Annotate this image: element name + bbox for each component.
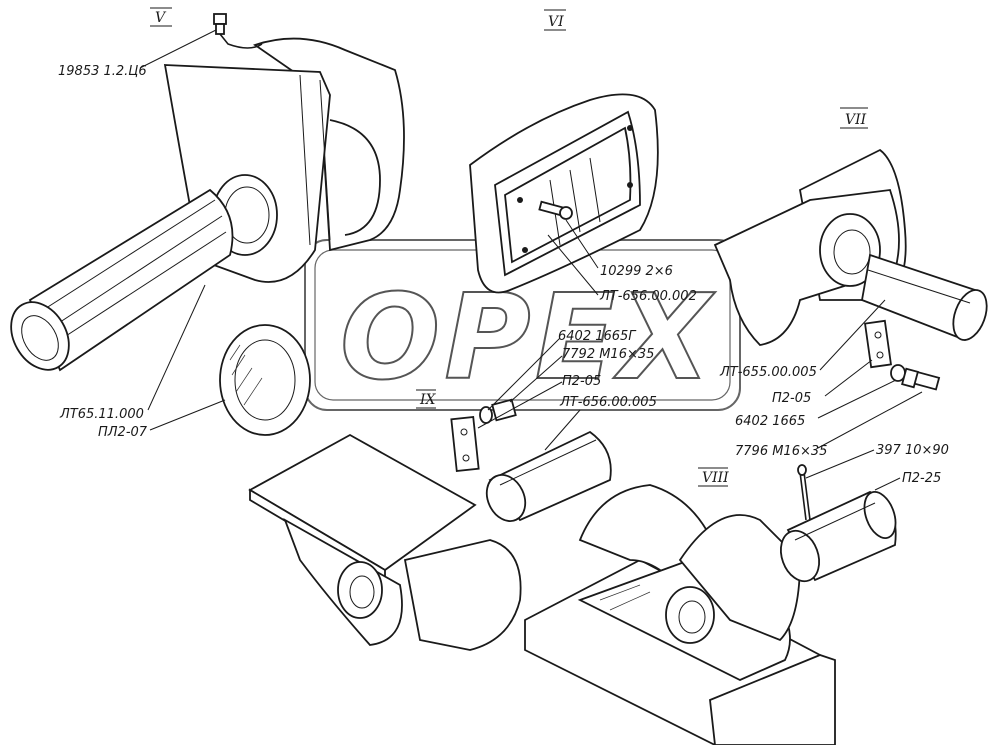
label-10299: 10299 2×6 [600, 264, 673, 279]
pin-p2-25 [779, 464, 897, 583]
view-vi-plate [469, 93, 659, 294]
label-397: 397 10×90 [876, 443, 949, 458]
lower-left-bracket [248, 433, 522, 651]
label-p2-25: П2-25 [902, 471, 941, 486]
label-pl2-07: ПЛ2-07 [98, 425, 148, 440]
label-p2-05-right: П2-05 [772, 391, 811, 406]
watermark-text: OPEX [340, 268, 715, 406]
view-viii-assembly [524, 484, 836, 745]
label-lt65: ЛТ65.11.000 [59, 407, 144, 422]
view-viii-label: VIII [702, 470, 729, 486]
view-vii-label: VII [845, 112, 867, 128]
label-6402-center: 6402 1665Г [558, 329, 637, 344]
view-v-label: V [155, 10, 167, 26]
watermark: OPEX [304, 239, 741, 411]
label-lt655-005: ЛТ-655.00.005 [719, 365, 817, 380]
label-p2-05-center: П2-05 [562, 374, 601, 389]
view-v-assembly [10, 13, 405, 372]
label-6402-right: 6402 1665 [735, 414, 805, 429]
label-lt656-005: ЛТ-656.00.005 [559, 395, 657, 410]
label-7796: 7796 М16×35 [735, 444, 827, 459]
view-vii-assembly [713, 148, 988, 391]
label-lt656-002: ЛТ-656.00.002 [599, 289, 697, 304]
view-ix-label: IX [419, 392, 437, 408]
label-19853: 19853 1.2.Ц6 [58, 64, 147, 79]
washer-pl2-07 [219, 324, 311, 436]
view-vi-label: VI [548, 14, 564, 30]
label-7792: 7792 М16×35 [562, 347, 654, 362]
view-ix-parts [450, 398, 612, 522]
